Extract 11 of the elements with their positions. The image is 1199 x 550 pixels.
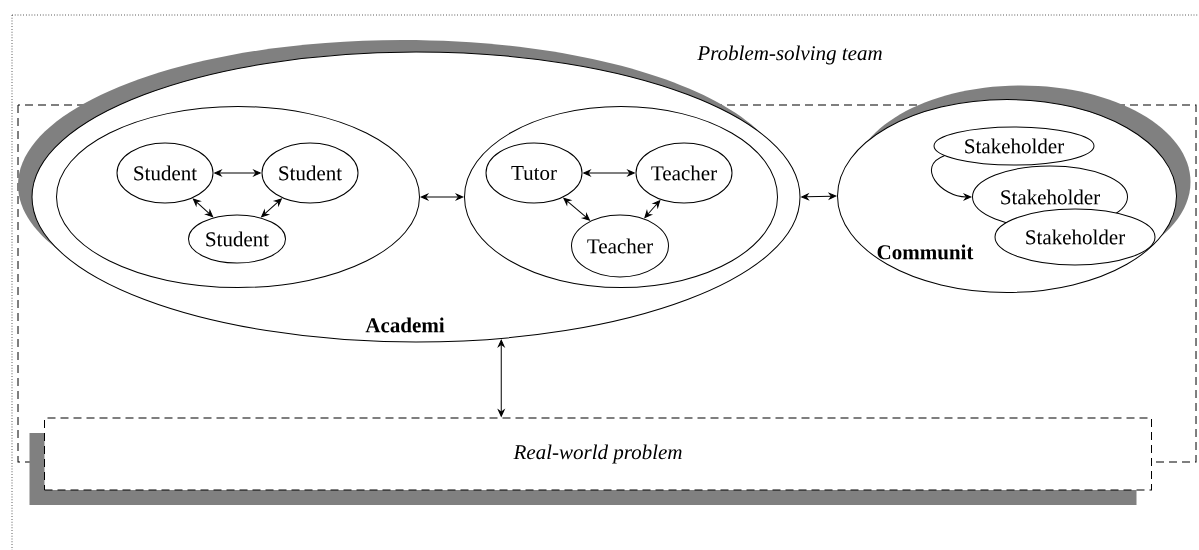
arrow xyxy=(801,192,837,201)
arrow xyxy=(214,169,261,177)
problem-box: Real-world problem xyxy=(29,417,1152,505)
arrow xyxy=(644,200,661,219)
arrow xyxy=(563,197,590,221)
arrow xyxy=(583,169,635,177)
arrow xyxy=(261,198,282,218)
arrow xyxy=(931,155,972,201)
arrow xyxy=(420,193,464,201)
arrow xyxy=(497,339,505,417)
arrow xyxy=(192,198,214,218)
